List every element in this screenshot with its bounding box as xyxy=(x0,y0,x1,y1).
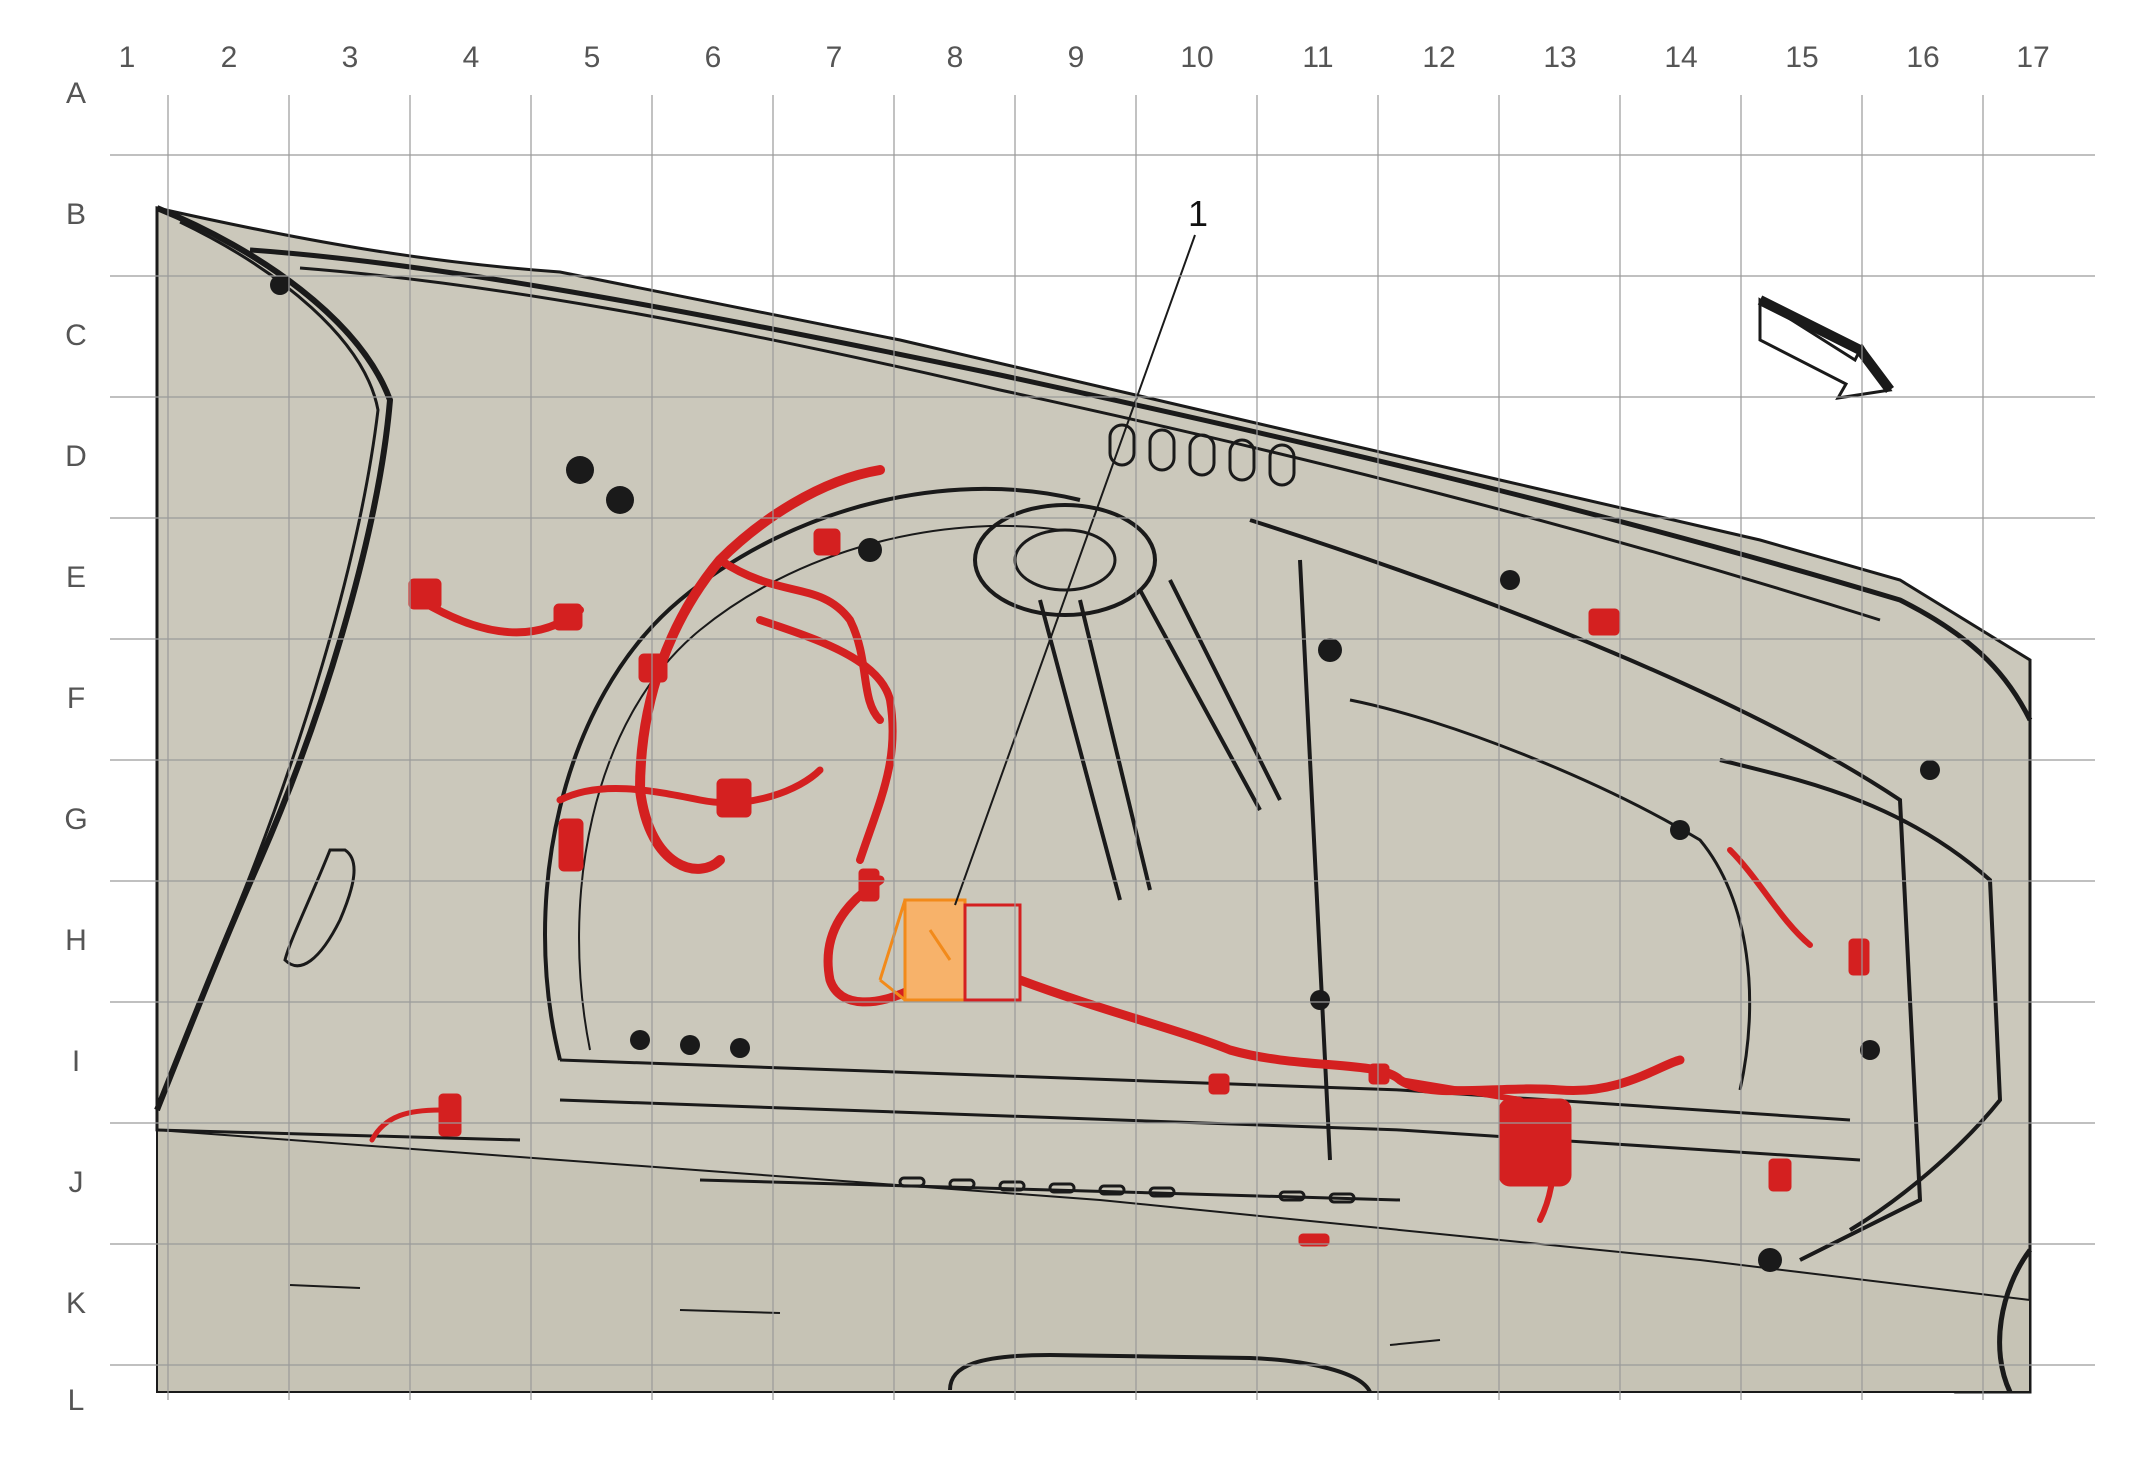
harness-right-branch xyxy=(1727,847,1813,948)
grid-row-label: B xyxy=(66,198,86,231)
grid-column-label: 1 xyxy=(119,41,136,74)
module-bracket xyxy=(878,899,952,1002)
harness-to-module xyxy=(823,875,915,1007)
grid-row-label: C xyxy=(65,319,87,352)
module-body xyxy=(903,898,967,1002)
cowl-vent-openings xyxy=(1108,423,1296,487)
a-pillar-slot xyxy=(283,848,356,968)
harness-branch-connector-g xyxy=(556,766,824,807)
door-edge-line xyxy=(156,1128,521,1142)
grid-column-label: 8 xyxy=(947,41,964,74)
grid-row-label: K xyxy=(66,1287,86,1320)
reference-grid xyxy=(110,95,2095,1400)
grid-row-label: D xyxy=(65,440,87,473)
grid-column-label: 7 xyxy=(826,41,843,74)
body-crease-1 xyxy=(289,1284,361,1289)
front-direction-arrow-icon xyxy=(1757,295,1894,400)
grid-row-label: F xyxy=(67,682,85,715)
lower-body-panel xyxy=(156,1128,2031,1393)
vehicle-body-illustration xyxy=(154,205,2033,1394)
grid-column-label: 14 xyxy=(1664,41,1697,74)
rail-slots xyxy=(898,1176,1356,1204)
strut-brace xyxy=(1038,579,1282,901)
grid-row-label: H xyxy=(65,924,87,957)
grid-column-label: 3 xyxy=(342,41,359,74)
grid-column-label: 10 xyxy=(1180,41,1213,74)
body-crease-2 xyxy=(679,1309,781,1314)
bumper-corner xyxy=(1997,1248,2033,1394)
callout-leader-1 xyxy=(954,234,1196,906)
headlamp-housing xyxy=(1719,758,2003,1232)
grid-column-label: 11 xyxy=(1302,41,1333,74)
grid-row-label: E xyxy=(66,561,86,594)
grid-column-label: 17 xyxy=(2016,41,2049,74)
grid-row-label: J xyxy=(69,1166,84,1199)
harness-branch-upper xyxy=(716,556,884,724)
module-housing xyxy=(963,903,1022,1002)
harness-lower-run xyxy=(1015,975,1685,1096)
strut-mount xyxy=(973,503,1157,617)
grid-row-label: A xyxy=(66,77,86,110)
wheel-opening xyxy=(948,1352,1372,1394)
grid-row-labels: A B C D E F G H I J K L xyxy=(64,77,87,1417)
grid-column-label: 9 xyxy=(1068,41,1085,74)
grid-column-label: 5 xyxy=(584,41,601,74)
callout-label-1: 1 xyxy=(1188,193,1208,234)
grid-column-label: 2 xyxy=(221,41,238,74)
harness-lower-left xyxy=(369,1107,443,1143)
grid-column-label: 12 xyxy=(1422,41,1455,74)
harness-connectors xyxy=(408,528,1870,1247)
grid-row-label: G xyxy=(64,803,87,836)
grid-row-label: I xyxy=(72,1045,80,1078)
hood-edge-inner xyxy=(299,266,1881,622)
grid-column-label: 13 xyxy=(1543,41,1576,74)
wheel-well-arch-inner xyxy=(578,525,1061,1051)
grid-column-label: 4 xyxy=(463,41,480,74)
body-crease-3 xyxy=(1389,1339,1441,1346)
inner-fender-apron xyxy=(1349,698,1752,1091)
grid-column-label: 16 xyxy=(1906,41,1939,74)
wiring-harness xyxy=(369,465,1870,1247)
grid-column-label: 6 xyxy=(705,41,722,74)
a-pillar-outline xyxy=(154,205,394,1112)
fastener-bolts xyxy=(270,275,1940,1272)
highlighted-module xyxy=(878,898,1022,1002)
grid-column-label: 15 xyxy=(1785,41,1818,74)
hood-edge xyxy=(249,247,2033,722)
wheel-well-arch xyxy=(543,486,1081,1061)
grid-row-label: L xyxy=(68,1384,85,1417)
